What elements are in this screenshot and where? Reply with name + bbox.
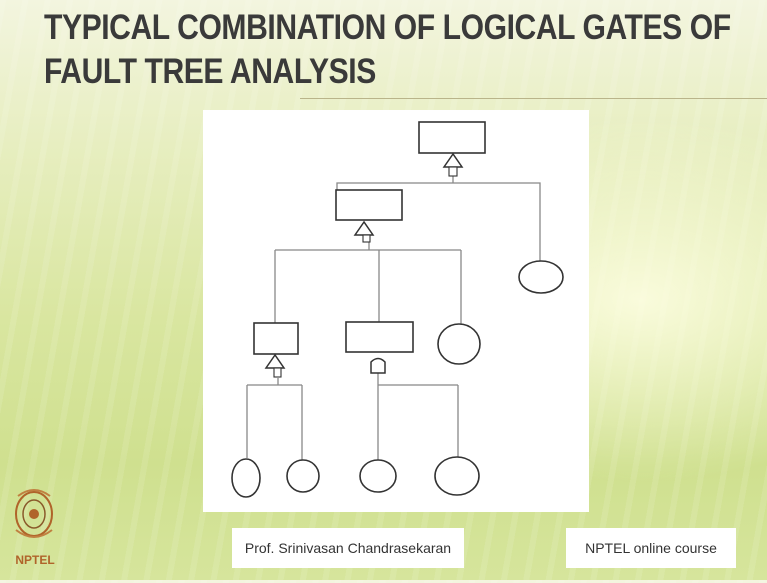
top-event-box <box>418 121 486 154</box>
gate-stem <box>448 166 458 177</box>
intermediate-event-box <box>335 189 403 221</box>
fault-tree-svg <box>231 121 564 498</box>
and-gate-icon <box>370 357 386 374</box>
or-gate-icon <box>442 152 464 168</box>
connector-lines <box>246 176 541 460</box>
title-line-2: FAULT TREE ANALYSIS <box>44 52 376 91</box>
title-underline <box>300 98 767 99</box>
title-line-1: TYPICAL COMBINATION OF LOGICAL GATES OF <box>44 8 731 47</box>
basic-event-circle <box>359 459 397 493</box>
logo-text: NPTEL <box>15 553 54 567</box>
basic-event-circle <box>434 456 480 496</box>
slide-title: TYPICAL COMBINATION OF LOGICAL GATES OF … <box>44 6 731 94</box>
intermediate-event-box <box>253 322 299 355</box>
basic-event-circle <box>518 260 564 294</box>
basic-event-circle <box>286 459 320 493</box>
basic-event-circle <box>231 458 261 498</box>
basic-event-circle <box>437 323 481 365</box>
footer-professor: Prof. Srinivasan Chandrasekaran <box>232 528 464 568</box>
intermediate-event-box <box>345 321 414 353</box>
fault-tree-diagram <box>203 110 589 512</box>
nptel-logo-icon: NPTEL <box>4 484 66 578</box>
or-gate-icon <box>264 353 286 369</box>
footer-course: NPTEL online course <box>566 528 736 568</box>
or-gate-icon <box>353 220 375 236</box>
gate-stem <box>362 234 371 243</box>
gate-stem <box>273 367 282 378</box>
